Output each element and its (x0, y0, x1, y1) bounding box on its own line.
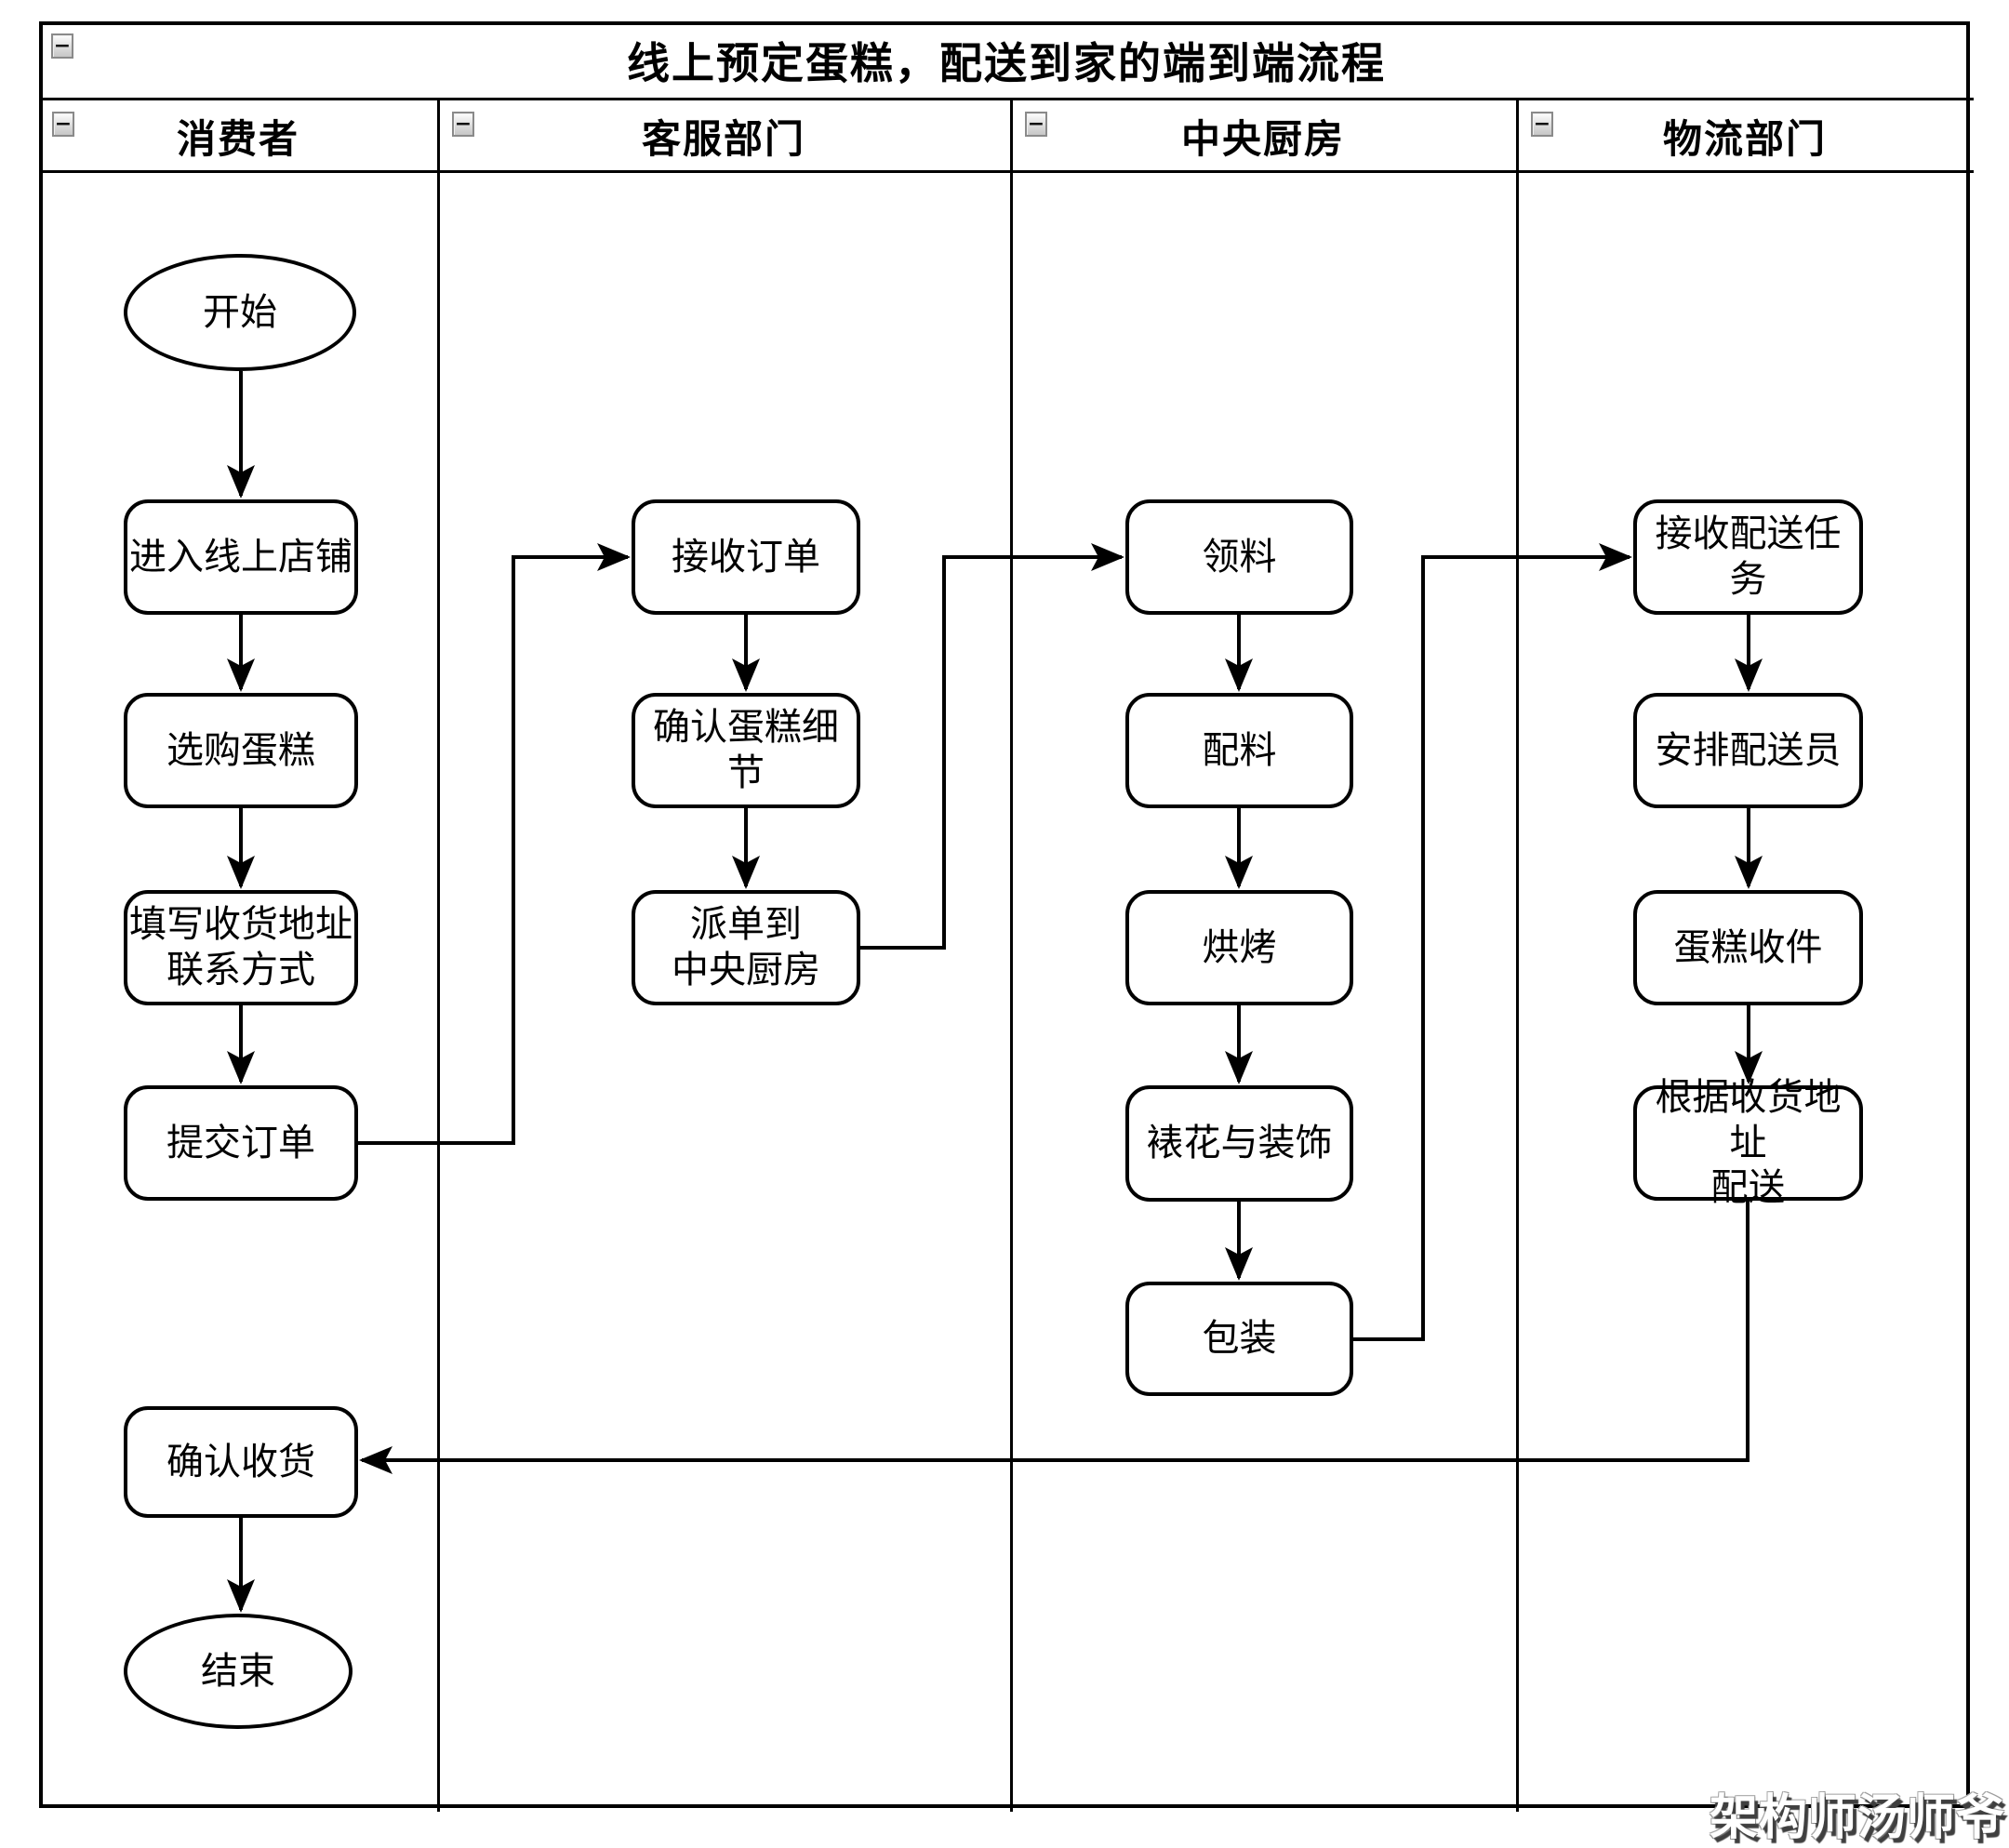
node-receive-order[interactable]: 接收订单 (632, 499, 860, 615)
lane-header-label: 消费者 (176, 115, 299, 162)
lane-divider-1 (437, 100, 440, 1812)
node-get-materials[interactable]: 领料 (1125, 499, 1353, 615)
watermark: 架构师汤师爷 (1710, 1790, 2006, 1846)
lane-header-label: 中央厨房 (1180, 115, 1345, 162)
pool-title: 线上预定蛋糕，配送到家的端到端流程 (39, 21, 1974, 100)
node-select-cake[interactable]: 选购蛋糕 (124, 693, 358, 808)
lane-header-label: 物流部门 (1662, 115, 1827, 162)
collapse-lane-central-kitchen-icon[interactable]: − (1025, 112, 1047, 137)
node-prepare-ingredients[interactable]: 配料 (1125, 693, 1353, 808)
lane-header-customer-service: 客服部门 (437, 100, 1010, 172)
lane-header-label: 客服部门 (641, 115, 805, 162)
title-row-divider (39, 98, 1974, 100)
node-decorate[interactable]: 裱花与装饰 (1125, 1085, 1353, 1202)
header-row-divider (39, 170, 1974, 173)
minus-glyph: − (1027, 112, 1045, 136)
lane-header-central-kitchen: 中央厨房 (1010, 100, 1516, 172)
node-receive-task[interactable]: 接收配送任务 (1633, 499, 1863, 615)
pool-title-label: 线上预定蛋糕，配送到家的端到端流程 (627, 38, 1386, 88)
minus-glyph: − (1533, 112, 1551, 136)
pool-border (39, 21, 1970, 1808)
node-bake[interactable]: 烘烤 (1125, 890, 1353, 1005)
lane-divider-3 (1516, 100, 1519, 1812)
minus-glyph: − (53, 33, 72, 58)
lane-header-consumer: 消费者 (39, 100, 437, 172)
node-arrange-courier[interactable]: 安排配送员 (1633, 693, 1863, 808)
node-pack[interactable]: 包装 (1125, 1282, 1353, 1396)
node-confirm-details[interactable]: 确认蛋糕细节 (632, 693, 860, 808)
node-pickup-cake[interactable]: 蛋糕收件 (1633, 890, 1863, 1005)
node-enter-store[interactable]: 进入线上店铺 (124, 499, 358, 615)
node-start[interactable]: 开始 (124, 254, 356, 371)
lane-header-logistics: 物流部门 (1516, 100, 1974, 172)
collapse-lane-logistics-icon[interactable]: − (1531, 112, 1553, 137)
minus-glyph: − (54, 112, 73, 136)
node-dispatch-to-kitchen[interactable]: 派单到 中央厨房 (632, 890, 860, 1005)
node-end[interactable]: 结束 (124, 1614, 353, 1729)
node-submit-order[interactable]: 提交订单 (124, 1085, 358, 1201)
collapse-pool-icon[interactable]: − (51, 33, 73, 59)
lane-divider-2 (1010, 100, 1013, 1812)
minus-glyph: − (454, 112, 472, 136)
node-deliver-by-address[interactable]: 根据收货地址 配送 (1633, 1076, 1863, 1209)
node-fill-address[interactable]: 填写收货地址 联系方式 (124, 890, 358, 1005)
node-confirm-receipt[interactable]: 确认收货 (124, 1406, 358, 1518)
collapse-lane-consumer-icon[interactable]: − (52, 112, 74, 137)
collapse-lane-customer-service-icon[interactable]: − (452, 112, 474, 137)
